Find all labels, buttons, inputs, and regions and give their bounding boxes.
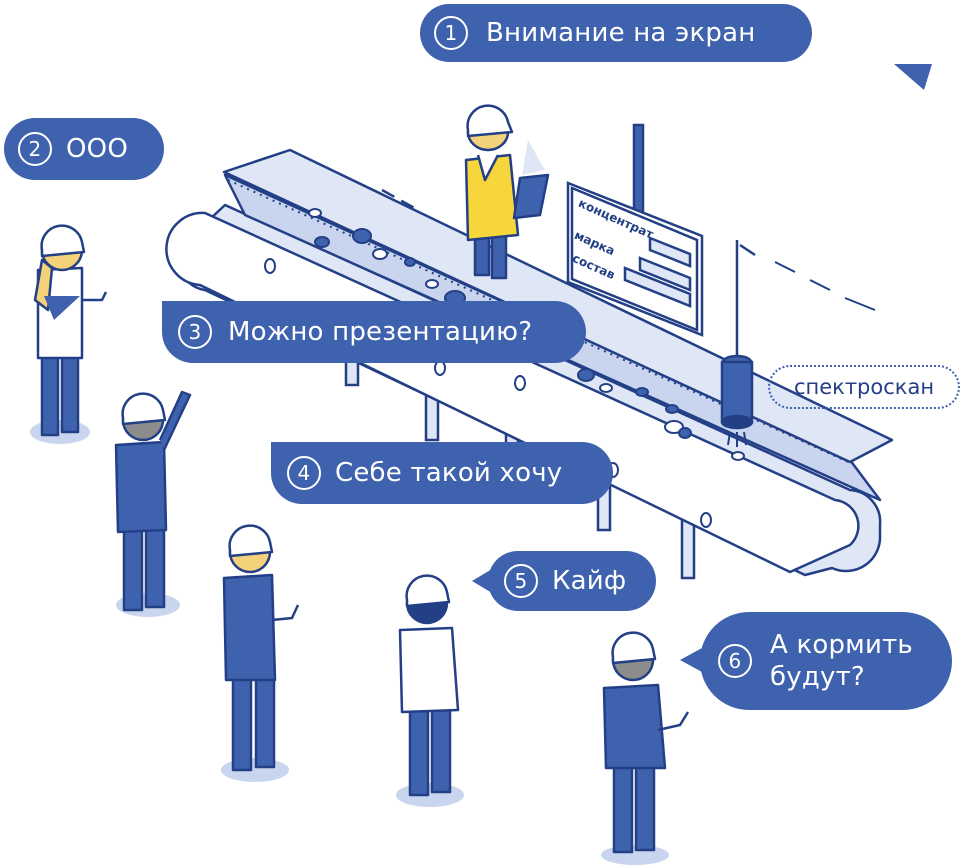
bubble-text: А кормить будут? <box>770 630 913 692</box>
person-4 <box>221 524 300 782</box>
speech-bubble-1: 1 Внимание на экран <box>420 4 932 90</box>
bubble-tail <box>44 296 80 320</box>
bubble-number: 2 <box>18 132 52 166</box>
person-2 <box>30 224 108 444</box>
bubble-tail <box>894 64 932 90</box>
bubble-text: ООО <box>66 134 128 164</box>
bubble-number: 5 <box>504 564 538 598</box>
bubble-text: Внимание на экран <box>486 18 756 48</box>
worker-with-tablet <box>464 104 550 280</box>
spectroscan-label: спектроскан <box>768 365 960 409</box>
bubble-tail <box>472 569 492 593</box>
speech-bubble-6: 6 А кормить будут? <box>680 612 952 710</box>
speech-bubble-4: 4 Себе такой хочу <box>271 442 613 504</box>
spectroscan-device <box>720 240 876 447</box>
speech-bubble-3: 3 Можно презентацию? <box>162 301 586 363</box>
bubble-number: 1 <box>434 16 468 50</box>
bubble-text: Можно презентацию? <box>228 317 533 347</box>
bubble-tail <box>680 648 702 672</box>
person-6 <box>601 631 690 865</box>
bubble-number: 3 <box>178 315 212 349</box>
bubble-text: Кайф <box>552 566 627 596</box>
speech-bubble-5: 5 Кайф <box>472 551 656 611</box>
bubble-number: 4 <box>287 456 321 490</box>
bubble-number: 6 <box>718 644 752 678</box>
person-3 <box>114 390 192 617</box>
bubble-text: Себе такой хочу <box>335 458 563 488</box>
person-5 <box>396 574 464 807</box>
info-screen <box>566 123 704 337</box>
speech-bubble-2: 2 ООО <box>4 118 164 320</box>
